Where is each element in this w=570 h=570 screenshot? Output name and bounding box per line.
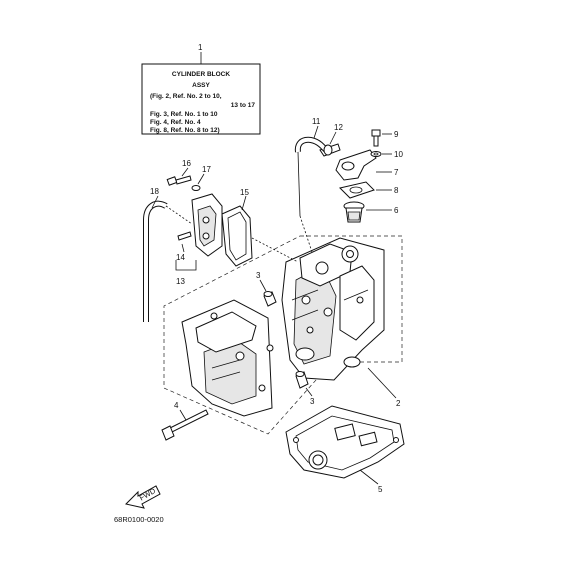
forward-direction-arrow: FWD: [125, 485, 161, 509]
label-line-6: Fig. 4, Ref. No. 4: [150, 119, 201, 126]
thermostat: [343, 201, 365, 223]
crankcase: [181, 299, 274, 417]
callout-10: 10: [394, 150, 403, 159]
callout-8: 8: [394, 186, 399, 195]
callout-6: 6: [394, 206, 399, 215]
callout-2: 2: [396, 399, 401, 408]
cylinder-block: [281, 237, 385, 381]
hose-clip: [323, 144, 333, 156]
label-line-1: CYLINDER BLOCK: [172, 71, 230, 78]
label-line-5: Fig. 3, Ref. No. 1 to 10: [150, 111, 218, 118]
cover-washer: [370, 151, 382, 157]
anode-bolt: [166, 175, 192, 186]
anode-cover: [191, 193, 223, 257]
cooling-water-hose: [294, 136, 329, 217]
thermostat-gasket: [339, 181, 375, 199]
crankcase-bolt: [161, 409, 209, 441]
drain-hose: [143, 200, 193, 322]
label-line-3: (Fig. 2, Ref. No. 2 to 10,: [150, 93, 222, 100]
assembly-boundary: [163, 235, 403, 435]
anode-washer: [191, 185, 201, 191]
callout-17: 17: [202, 165, 211, 174]
callout-3-upper: 3: [256, 271, 261, 280]
dowel-pin-upper: [263, 291, 277, 307]
crankcase-gasket: [285, 405, 405, 479]
callout-1: 1: [198, 43, 203, 52]
callout-4: 4: [174, 401, 179, 410]
anode-screw: [177, 231, 192, 241]
callout-12: 12: [334, 123, 343, 132]
anode-cover-gasket: [221, 205, 253, 267]
callout-18: 18: [150, 187, 159, 196]
callout-9: 9: [394, 130, 399, 139]
callout-11: 11: [312, 117, 321, 126]
label-line-4: 13 to 17: [231, 102, 256, 109]
callout-7: 7: [394, 168, 399, 177]
callout-14: 14: [176, 253, 185, 262]
callout-3-lower: 3: [310, 397, 315, 406]
diagram-code: 68R0100-0020: [114, 515, 164, 524]
cover-bolt: [371, 129, 381, 147]
callout-5: 5: [378, 485, 383, 494]
dowel-pin-lower: [295, 371, 309, 389]
label-line-2: ASSY: [192, 82, 210, 89]
assembly-label-box: CYLINDER BLOCK ASSY (Fig. 2, Ref. No. 2 …: [141, 63, 261, 135]
label-line-7: Fig. 8, Ref. No. 8 to 12): [150, 127, 220, 134]
callout-16: 16: [182, 159, 191, 168]
callout-13: 13: [176, 277, 185, 286]
callout-15: 15: [240, 188, 249, 197]
